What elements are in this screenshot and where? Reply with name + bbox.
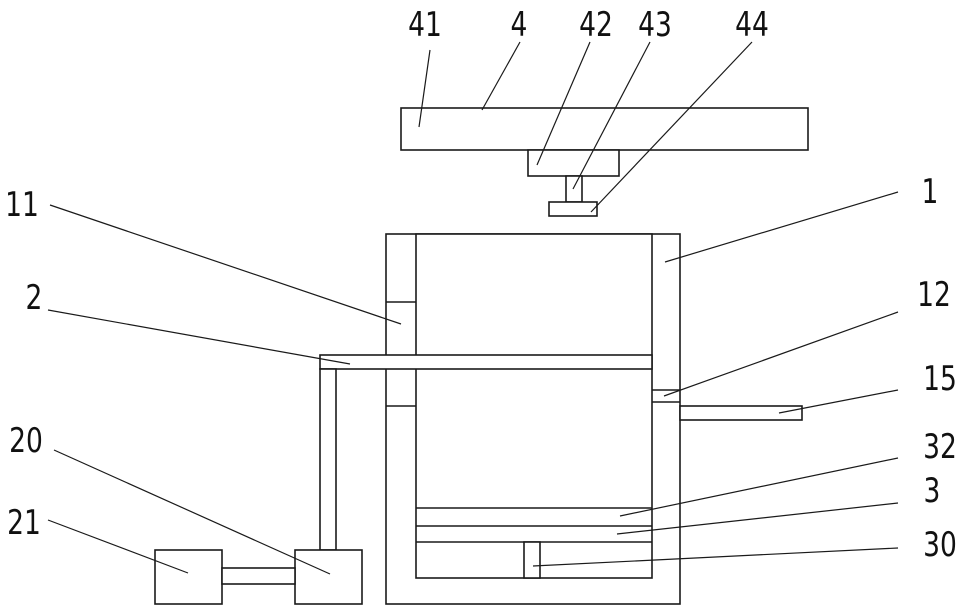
callout-43: 43	[638, 6, 672, 45]
callout-44: 44	[735, 6, 769, 45]
callout-12: 12	[917, 276, 951, 315]
unit-20	[295, 550, 362, 604]
vertical-pipe	[320, 369, 336, 550]
connector-pipe	[222, 568, 295, 584]
main-body-1	[386, 234, 680, 604]
callout-20: 20	[9, 422, 43, 461]
outlet-pipe-15	[680, 406, 802, 420]
head-44	[549, 202, 597, 216]
horizontal-tube-2	[320, 355, 652, 369]
callout-3: 3	[924, 472, 941, 511]
leader-21	[48, 520, 188, 573]
top-plate-assembly	[401, 108, 808, 216]
callout-15: 15	[923, 360, 957, 399]
callout-32: 32	[923, 428, 957, 467]
leader-2	[48, 310, 350, 364]
callout-41: 41	[408, 6, 442, 45]
support-30	[524, 542, 540, 578]
callout-11: 11	[5, 186, 39, 225]
callout-2: 2	[26, 279, 43, 318]
callout-42: 42	[579, 6, 613, 45]
callout-4: 4	[511, 6, 528, 45]
rod-43	[566, 176, 582, 202]
callout-21: 21	[7, 504, 41, 543]
callout-30: 30	[923, 526, 957, 565]
leader-12	[664, 312, 898, 396]
leader-11	[50, 205, 401, 324]
leader-1	[665, 192, 898, 262]
unit-21	[155, 550, 222, 604]
callout-1: 1	[922, 173, 939, 212]
leader-4	[482, 42, 520, 110]
leader-15	[779, 390, 898, 413]
